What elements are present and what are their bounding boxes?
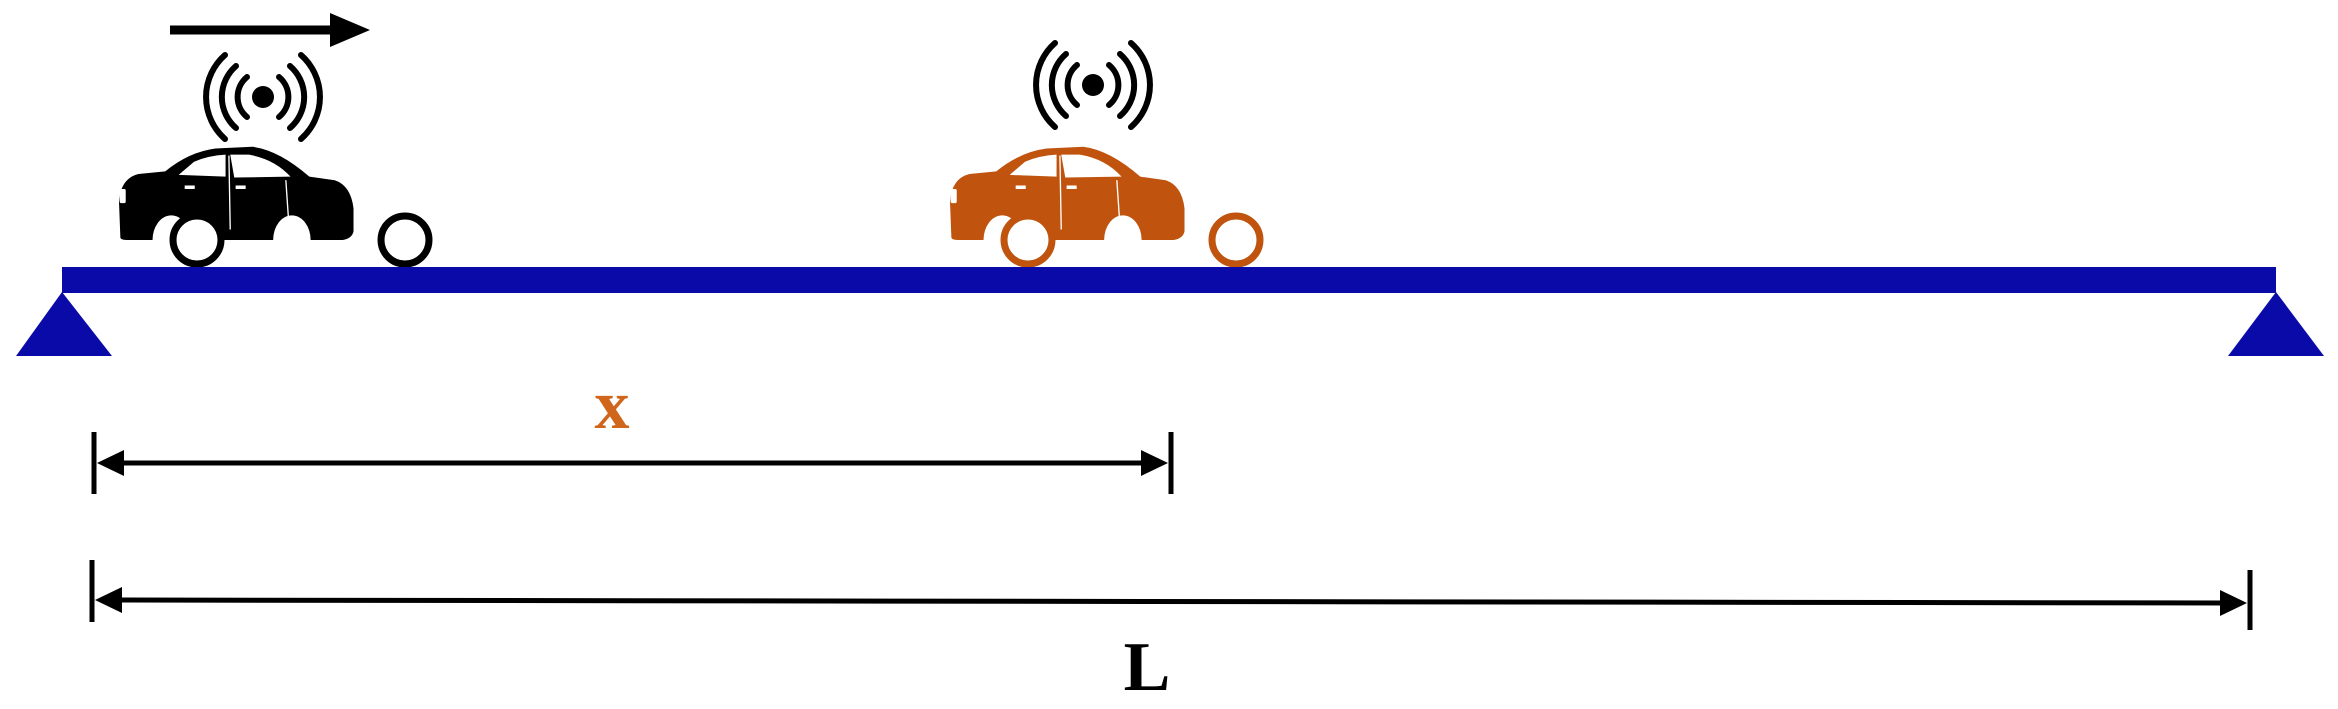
right-support-icon [2228,292,2324,356]
wireless-signal-icon [206,55,320,139]
sensor-car-wheels [1000,212,1264,268]
arrow-right-icon [170,13,370,47]
wireless-signal-icon [1036,43,1150,127]
moving-car-icon [118,146,354,241]
x-dimension-line [91,432,1174,494]
l-dimension-line [89,560,2253,630]
bridge-beam [62,267,2276,293]
left-support-icon [16,292,112,356]
l-dimension-label: L [1124,629,1171,706]
x-dimension-label: x [595,367,630,444]
sensor-car-icon [949,146,1185,241]
moving-car-wheels [169,212,433,268]
